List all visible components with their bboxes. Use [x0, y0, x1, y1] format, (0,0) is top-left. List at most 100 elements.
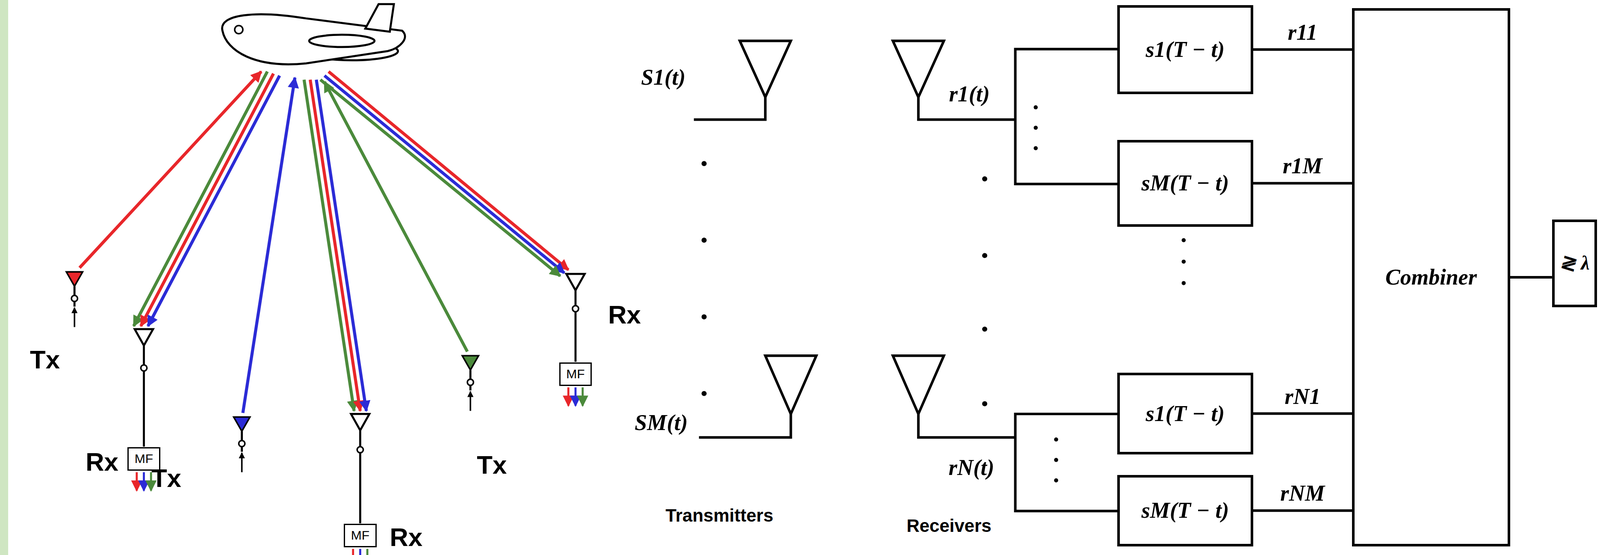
- signal-name: r11: [1287, 19, 1318, 46]
- box-text: sM(T − t): [1141, 170, 1229, 196]
- tx-antenna: [66, 271, 83, 286]
- connector: [1253, 412, 1353, 415]
- echo-arrow: [133, 71, 268, 326]
- rx-label: Rx: [389, 522, 423, 552]
- connector: [1253, 508, 1353, 512]
- dot: [1181, 280, 1187, 286]
- dot: [1033, 125, 1039, 130]
- output-arrow: [142, 472, 145, 491]
- rx-antenna: [134, 328, 154, 346]
- dot: [982, 326, 988, 332]
- connector: [1253, 181, 1353, 185]
- box-text: s1(T − t): [1145, 36, 1226, 63]
- tx-antenna-symbol: [739, 41, 791, 98]
- output-arrow: [581, 386, 584, 406]
- plane-window: [234, 25, 243, 34]
- echo-arrow: [316, 79, 367, 411]
- tx-antenna: [462, 355, 479, 370]
- wire: [693, 97, 766, 120]
- matched-filter-box: MF: [559, 362, 592, 386]
- echo-arrow: [309, 79, 361, 411]
- signal-name: r1(t): [948, 81, 990, 107]
- matched-filter-box: MF: [127, 446, 160, 471]
- box-text: s1(T − t): [1145, 400, 1226, 427]
- filter-box: s1(T − t): [1117, 372, 1253, 455]
- signal-arrow: [79, 71, 262, 268]
- feed-arrow: [241, 452, 243, 472]
- tx-label: Tx: [476, 449, 507, 479]
- signal-name: rN(t): [948, 454, 995, 481]
- dot: [1033, 146, 1039, 151]
- antenna-port: [71, 295, 78, 302]
- signal-name: SM(t): [634, 409, 688, 436]
- dot: [1053, 457, 1059, 462]
- rx-label: Rx: [85, 446, 119, 476]
- rx-antenna: [566, 273, 585, 290]
- antenna-port: [140, 364, 147, 371]
- connector: [1253, 48, 1353, 51]
- matched-filter-box: MF: [343, 523, 377, 547]
- branch-wire: [1015, 49, 1118, 184]
- rx-antenna-symbol: [892, 41, 944, 98]
- feed-arrow: [73, 307, 76, 327]
- echo-arrow: [147, 75, 280, 326]
- filter-box: s1(T − t): [1117, 5, 1253, 95]
- dot: [982, 252, 988, 258]
- dot: [701, 237, 707, 243]
- signal-name: S1(t): [640, 64, 686, 91]
- antenna-stem: [142, 345, 145, 446]
- output-arrow: [567, 386, 570, 406]
- output-arrow: [359, 548, 362, 555]
- output-arrow: [366, 548, 369, 555]
- combiner-box: Combiner: [1352, 8, 1511, 547]
- antenna-stem: [574, 289, 577, 362]
- box-text: MF: [566, 366, 585, 382]
- dot: [1181, 259, 1187, 264]
- antenna-port: [357, 446, 364, 453]
- dot: [1033, 105, 1039, 110]
- box-text: MF: [134, 451, 154, 467]
- group-label: Transmitters: [665, 504, 774, 526]
- echo-arrow: [320, 79, 561, 276]
- dot: [982, 176, 988, 182]
- filter-box: sM(T − t): [1117, 139, 1253, 227]
- threshold-box: ≷ λ: [1552, 219, 1598, 308]
- dot: [1053, 478, 1059, 483]
- box-text: ≷ λ: [1559, 251, 1590, 275]
- feed-arrow: [469, 391, 472, 411]
- echo-arrow: [324, 75, 565, 273]
- side-bar: [0, 0, 9, 555]
- tx-antenna-symbol: [765, 355, 817, 414]
- dot: [1181, 238, 1187, 243]
- output-arrow: [135, 472, 138, 491]
- antenna-port: [572, 305, 579, 312]
- echo-arrow: [304, 79, 355, 411]
- output-arrow: [574, 386, 577, 406]
- wire: [699, 413, 792, 437]
- antenna-port: [238, 439, 245, 446]
- filter-box: sM(T − t): [1117, 474, 1253, 547]
- signal-name: r1M: [1282, 153, 1323, 180]
- plane-stabilizer: [309, 34, 375, 48]
- echo-arrow: [140, 73, 274, 326]
- dot: [1053, 436, 1059, 442]
- rx-label: Rx: [608, 299, 641, 330]
- dot: [701, 390, 707, 396]
- rx-antenna: [351, 413, 370, 430]
- signal-name: rNM: [1280, 480, 1325, 506]
- group-label: Receivers: [906, 515, 992, 536]
- box-text: MF: [351, 527, 370, 543]
- box-text: sM(T − t): [1141, 497, 1229, 523]
- echo-arrow: [328, 71, 569, 270]
- output-arrow: [351, 548, 355, 555]
- box-text: Combiner: [1385, 264, 1477, 290]
- ellipsis-dots: [701, 105, 1431, 482]
- wire: [918, 413, 1016, 437]
- branch-wire: [1015, 413, 1118, 511]
- rx-antenna-symbol: [892, 355, 944, 414]
- antenna-port: [467, 378, 474, 385]
- antenna-stem: [359, 430, 362, 523]
- dot: [701, 313, 707, 319]
- plane-tail: [365, 4, 394, 32]
